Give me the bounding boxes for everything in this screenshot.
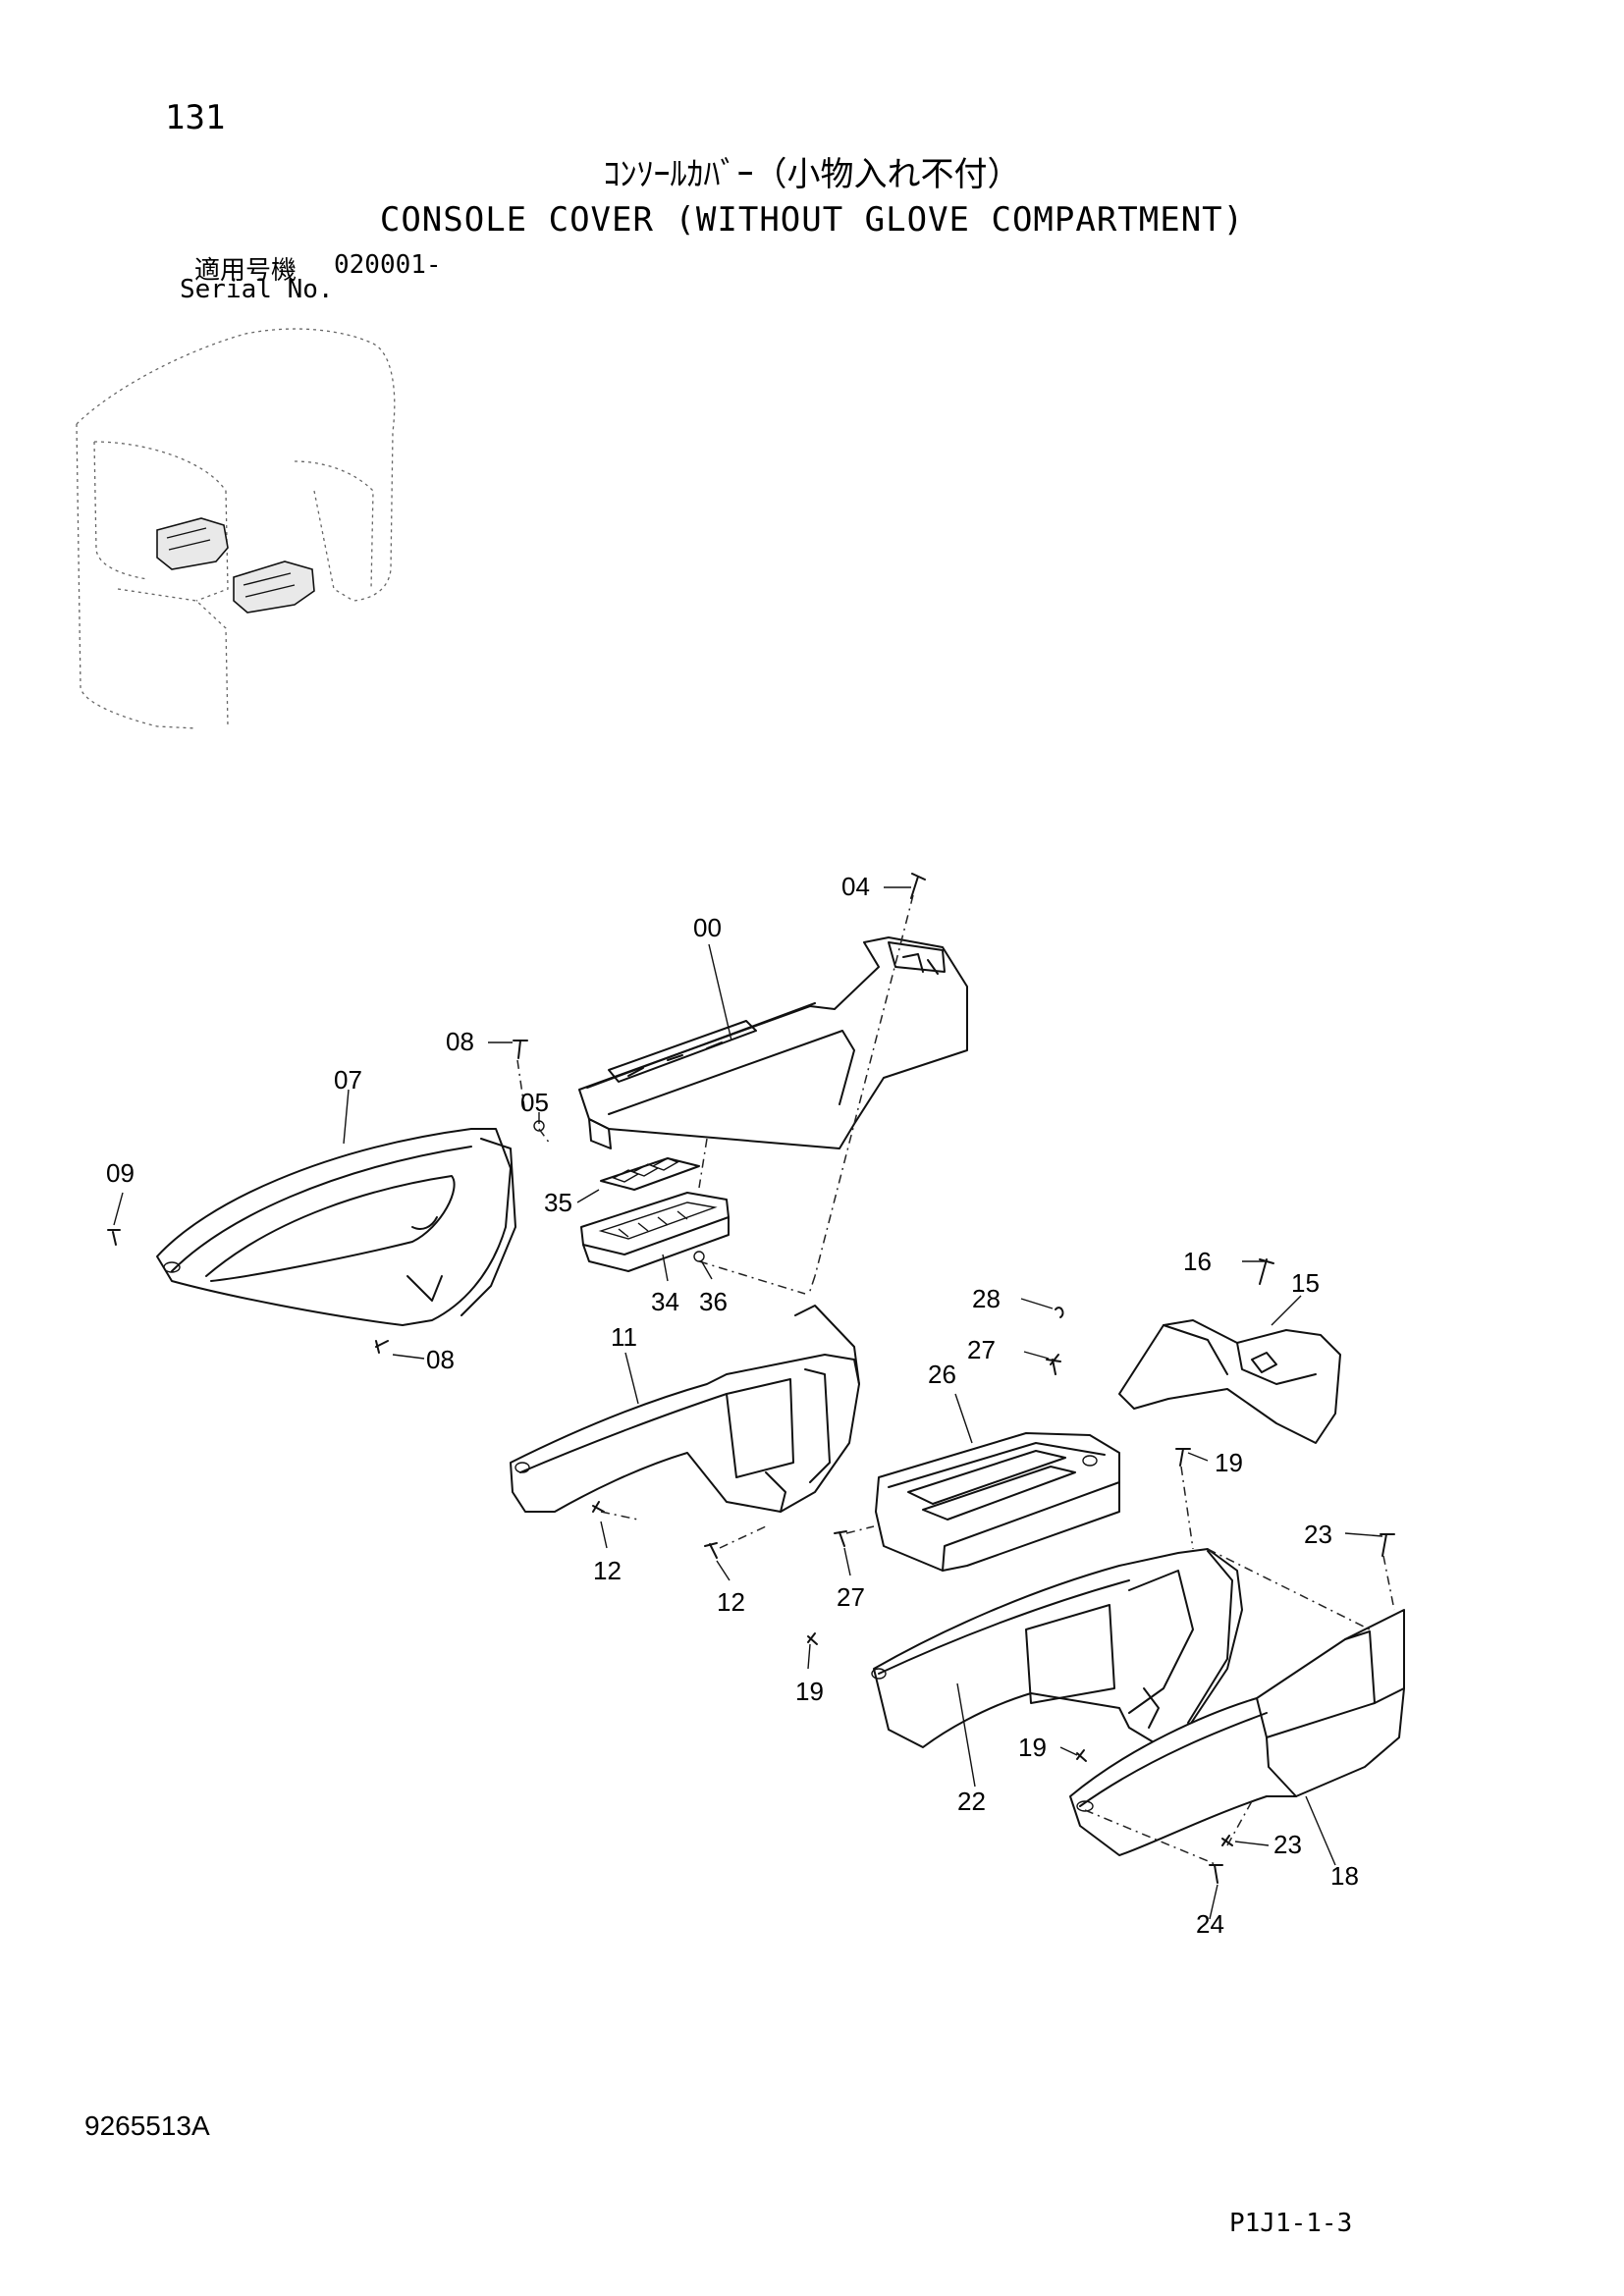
callout-28: 28 — [972, 1284, 1001, 1313]
assembly-lines — [516, 894, 1395, 1866]
part-07-left-side-cover — [156, 1128, 516, 1326]
callout-04: 04 — [841, 872, 870, 901]
title-english: CONSOLE COVER (WITHOUT GLOVE COMPARTMENT… — [379, 200, 1245, 240]
callout-08-upper: 08 — [446, 1027, 474, 1056]
serial-number-value: 020001- — [334, 250, 442, 280]
callout-12-left: 12 — [593, 1556, 622, 1585]
callout-23-lower: 23 — [1273, 1830, 1302, 1859]
cab-overview-sketch — [76, 328, 396, 729]
part-18-right-rear-cover — [1069, 1609, 1405, 1856]
callout-27-lower: 27 — [837, 1582, 865, 1612]
serial-label-japanese: 適用号機 — [194, 256, 298, 286]
callout-09: 09 — [106, 1158, 135, 1188]
callout-22: 22 — [957, 1787, 986, 1816]
part-35-switch-insert — [600, 1157, 700, 1191]
page-code: P1J1-1-3 — [1229, 2209, 1353, 2238]
part-15-bracket — [1118, 1319, 1341, 1444]
callout-08-lower: 08 — [426, 1345, 455, 1374]
callout-27-upper: 27 — [967, 1335, 996, 1364]
callout-00: 00 — [693, 913, 722, 942]
callout-18: 18 — [1330, 1861, 1359, 1891]
callout-36: 36 — [699, 1287, 728, 1316]
callout-35: 35 — [544, 1188, 572, 1217]
callout-23-upper: 23 — [1304, 1520, 1332, 1549]
part-34-switch-frame — [580, 1192, 730, 1272]
callout-19-upper: 19 — [1215, 1448, 1243, 1477]
callout-24: 24 — [1196, 1909, 1224, 1939]
part-26-rear-console-cover — [875, 1432, 1120, 1572]
callout-11: 11 — [611, 1322, 637, 1352]
part-11-center-lower-cover — [510, 1305, 860, 1513]
callout-07: 07 — [334, 1065, 362, 1095]
callout-16: 16 — [1183, 1247, 1212, 1276]
serial-label-english: Serial No. — [180, 275, 334, 304]
leader-lines — [113, 886, 1383, 1920]
callout-15: 15 — [1291, 1268, 1320, 1298]
page-number: 131 — [165, 98, 226, 137]
callout-19-left: 19 — [795, 1677, 824, 1706]
part-00-console-cover — [578, 936, 968, 1149]
callout-12-right: 12 — [717, 1587, 745, 1617]
callout-19-lower: 19 — [1018, 1733, 1047, 1762]
title-japanese: ｺﾝｿｰﾙｶﾊﾞｰ（小物入れ不付） — [603, 155, 1021, 194]
fastener-screws — [107, 873, 1395, 1884]
callout-34: 34 — [651, 1287, 679, 1316]
part-22-right-lower-cover — [871, 1548, 1243, 1748]
callout-05: 05 — [520, 1088, 549, 1117]
document-number: 9265513A — [84, 2110, 210, 2141]
callout-26: 26 — [928, 1360, 956, 1389]
